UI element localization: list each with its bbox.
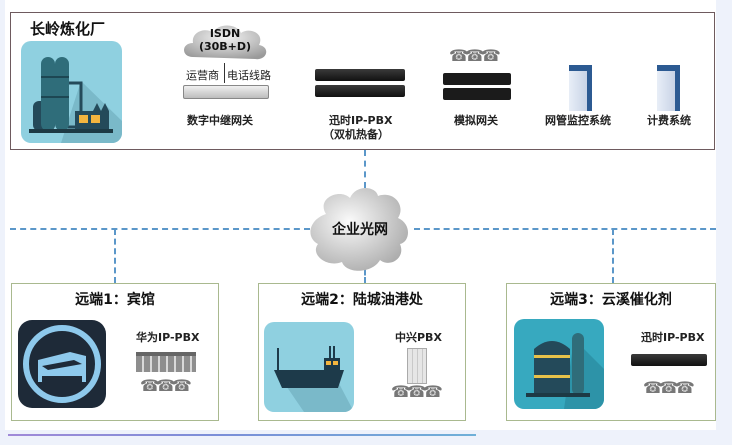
device-label: 迅时IP-PBX	[641, 331, 705, 344]
ship-icon	[264, 322, 354, 412]
pbx-cabinet-icon	[407, 348, 427, 384]
remote-site-oil-port: 远端2：陆城油港处 中兴PBX ☎☎☎	[258, 283, 466, 421]
isdn-channels-label: (30B+D)	[198, 40, 252, 53]
server-icon	[657, 65, 680, 111]
bottom-divider	[8, 434, 476, 436]
device-sublabel-ip-pbx: （双机热备）	[323, 128, 389, 141]
remote-title: 远端2：陆城油港处	[301, 292, 423, 308]
remote-site-hotel: 远端1：宾馆 华为IP-PBX ☎☎☎	[11, 283, 219, 421]
phones-icon: ☎☎☎	[449, 46, 501, 65]
device-label: 中兴PBX	[395, 331, 442, 344]
device-label-billing: 计费系统	[647, 114, 691, 127]
isdn-label: ISDN	[209, 27, 241, 40]
link-hq-to-cloud	[364, 150, 366, 188]
pbx-chassis-icon	[136, 352, 196, 372]
carrier-label-left: 运营商	[186, 69, 219, 82]
phones-icon: ☎☎☎	[643, 378, 695, 397]
device-label-nms: 网管监控系统	[545, 114, 611, 127]
carrier-line	[224, 63, 225, 83]
gateway-device-icon	[183, 85, 269, 99]
isdn-cloud: ISDN (30B+D)	[179, 21, 271, 63]
device-label: 华为IP-PBX	[136, 331, 200, 344]
remote-title: 远端3：云溪催化剂	[550, 292, 672, 308]
link-backbone-left	[10, 228, 310, 230]
remote-site-catalyst: 远端3：云溪催化剂 迅时IP-PBX ☎☎☎	[506, 283, 716, 421]
phones-icon: ☎☎☎	[140, 376, 192, 395]
device-label-ip-pbx: 迅时IP-PBX	[329, 114, 393, 127]
chemical-plant-icon	[514, 319, 604, 409]
link-backbone-right	[414, 228, 716, 230]
ip-pbx-icon	[631, 354, 707, 366]
refinery-icon	[21, 41, 122, 143]
link-remote3	[612, 229, 614, 283]
remote-title: 远端1：宾馆	[75, 292, 155, 308]
headquarters-panel: 长岭炼化厂 ISDN (30B+D) 运营商 电话线路	[10, 12, 715, 150]
device-label-gateway: 数字中继网关	[187, 114, 253, 127]
enterprise-network-label: 企业光网	[332, 222, 388, 238]
device-label-analog-gateway: 模拟网关	[454, 114, 498, 127]
ip-pbx-icon	[315, 69, 405, 99]
headquarters-title: 长岭炼化厂	[30, 20, 106, 38]
phones-icon: ☎☎☎	[391, 382, 443, 401]
hotel-bed-icon	[18, 320, 106, 408]
link-remote1	[114, 229, 116, 283]
server-icon	[569, 65, 592, 111]
link-remote2	[364, 262, 366, 283]
carrier-label-right: 电话线路	[227, 69, 271, 82]
enterprise-network-cloud: 企业光网	[306, 184, 414, 272]
analog-gateway-icon	[443, 73, 511, 101]
